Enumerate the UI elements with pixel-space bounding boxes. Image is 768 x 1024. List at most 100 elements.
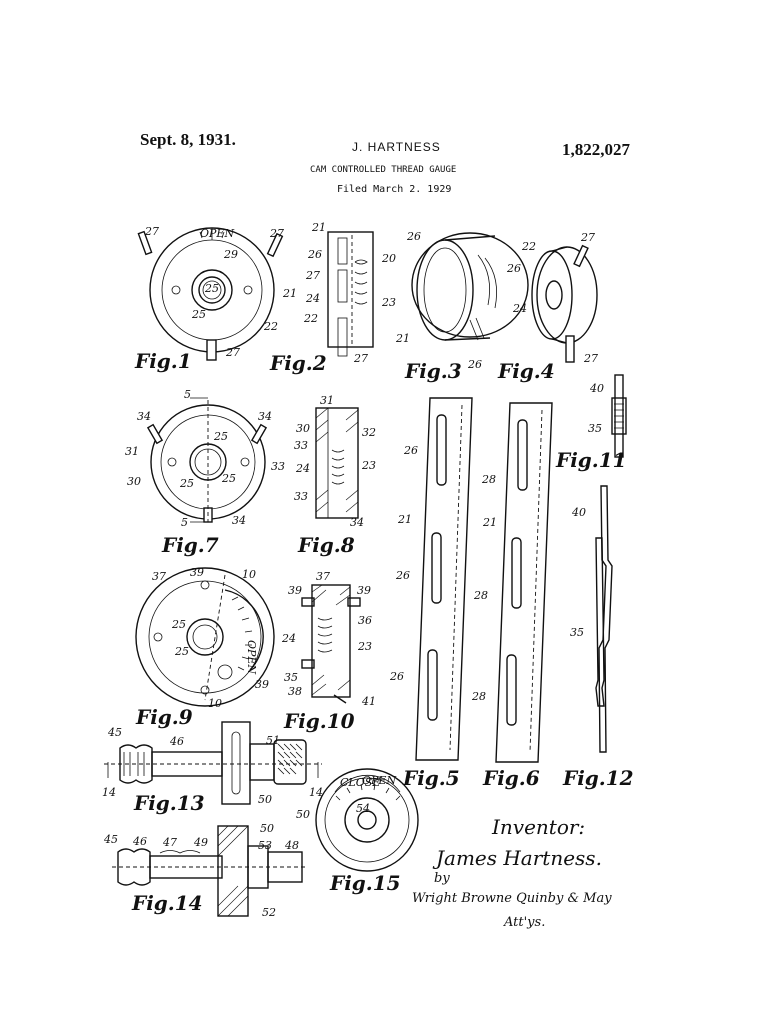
fig5-ref-21: 21 (397, 513, 412, 526)
fig3-label: Fig.3 (404, 359, 462, 383)
fig3-ref-21: 21 (395, 332, 410, 345)
fig4-label: Fig.4 (497, 359, 555, 383)
fig11-ref-35: 35 (588, 422, 602, 435)
fig3-drawing (411, 232, 529, 341)
filed-date: Filed March 2. 1929 (337, 184, 452, 195)
fig9-ref-25a: 25 (171, 618, 186, 631)
fig7-ref-25c: 25 (221, 472, 236, 485)
fig2-ref-24: 24 (305, 292, 320, 305)
fig10-ref-36: 36 (358, 614, 372, 627)
fig7-ref-34b: 34 (258, 410, 272, 423)
fig2-ref-26: 26 (307, 248, 322, 261)
fig1-ref-21: 21 (282, 287, 297, 300)
fig8-ref-23: 23 (361, 459, 376, 472)
inventor-label: Inventor: (491, 815, 585, 839)
fig1-ref-29: 29 (223, 248, 238, 261)
fig10-ref-38: 38 (288, 685, 302, 698)
fig9-label: Fig.9 (135, 705, 193, 729)
fig13-ref-46: 46 (169, 735, 184, 748)
fig13-ref-45: 45 (107, 726, 122, 739)
fig10-ref-35: 35 (284, 671, 298, 684)
patent-date: Sept. 8, 1931. (140, 130, 236, 149)
fig5-drawing (415, 397, 473, 761)
fig6-drawing (495, 402, 553, 763)
fig15-ref-54: 54 (356, 802, 370, 815)
fig2-ref-20: 20 (381, 252, 396, 265)
fig1-ref-25a: 25 (204, 282, 219, 295)
fig9-drawing (135, 567, 275, 707)
fig13-ref-51: 51 (266, 734, 280, 747)
fig10-ref-39b: 39 (357, 584, 371, 597)
fig4-drawing (531, 244, 598, 363)
fig14-drawing (112, 825, 305, 917)
fig5-label: Fig.5 (402, 766, 460, 790)
fig1-dial-open-label: OPEN (200, 227, 234, 240)
fig7-ref-33: 33 (271, 460, 285, 473)
fig11-label: Fig.11 (555, 448, 627, 472)
fig9-ref-10b: 10 (208, 697, 222, 710)
fig9-dial-open-label: OPEN (245, 640, 258, 674)
fig8-ref-34: 34 (350, 516, 364, 529)
fig7-ref-31: 31 (125, 445, 139, 458)
fig8-ref-33a: 33 (294, 439, 308, 452)
fig14-ref-53: 53 (258, 839, 272, 852)
fig14-ref-50: 50 (260, 822, 274, 835)
patent-title: CAM CONTROLLED THREAD GAUGE (310, 165, 457, 175)
fig6-ref-28b: 28 (473, 589, 488, 602)
fig5-ref-26a: 26 (403, 444, 418, 457)
fig2-ref-27b: 27 (353, 352, 368, 365)
inventor-signature: James Hartness. (432, 846, 602, 870)
fig10-ref-23: 23 (357, 640, 372, 653)
fig4-ref-27a: 27 (580, 231, 595, 244)
fig1-label: Fig.1 (134, 349, 192, 373)
fig4-ref-24: 24 (512, 302, 527, 315)
fig14-label: Fig.14 (131, 891, 203, 915)
fig13-ref-50: 50 (258, 793, 272, 806)
fig10-ref-37: 37 (316, 570, 330, 583)
fig7-drawing (146, 397, 268, 523)
fig7-label: Fig.7 (161, 533, 219, 557)
fig15-ref-50: 50 (296, 808, 310, 821)
fig14-ref-47: 47 (162, 836, 177, 849)
fig10-label: Fig.10 (283, 709, 355, 733)
fig4-ref-27b: 27 (583, 352, 598, 365)
fig1-ref-27c: 27 (225, 346, 240, 359)
fig14-ref-45: 45 (103, 833, 118, 846)
fig5-ref-26c: 26 (389, 670, 404, 683)
fig12-ref-40: 40 (571, 506, 586, 519)
inventor-header: J. HARTNESS (352, 140, 441, 154)
fig10-drawing (301, 584, 361, 704)
fig2-ref-21: 21 (311, 221, 326, 234)
fig10-ref-39a: 39 (288, 584, 302, 597)
attys-label: Att'ys. (503, 915, 545, 930)
fig2-ref-22: 22 (303, 312, 318, 325)
fig13-ref-14a: 14 (102, 786, 116, 799)
by-label: by (434, 871, 450, 886)
fig6-ref-28c: 28 (471, 690, 486, 703)
fig7-ref-25a: 25 (213, 430, 228, 443)
fig2-ref-27a: 27 (305, 269, 320, 282)
fig14-ref-52: 52 (262, 906, 276, 919)
fig1-ref-25b: 25 (191, 308, 206, 321)
fig8-label: Fig.8 (297, 533, 355, 557)
fig12-label: Fig.12 (562, 766, 634, 790)
fig11-drawing (611, 374, 627, 458)
fig6-label: Fig.6 (482, 766, 540, 790)
fig7-ref-34c: 34 (232, 514, 246, 527)
fig15-dial-close-label: CLOSE (340, 776, 380, 789)
fig7-ref-30: 30 (127, 475, 141, 488)
fig9-ref-10a: 10 (242, 568, 256, 581)
fig8-drawing (315, 407, 359, 519)
fig11-ref-40: 40 (589, 382, 604, 395)
fig2-ref-23: 23 (381, 296, 396, 309)
fig15-drawing (315, 768, 419, 872)
patent-number: 1,822,027 (562, 140, 630, 159)
fig4-ref-22: 22 (521, 240, 536, 253)
fig7-ref-34a: 34 (137, 410, 151, 423)
fig9-ref-39a: 39 (190, 566, 204, 579)
fig13-ref-14b: 14 (309, 786, 323, 799)
fig8-ref-33b: 33 (294, 490, 308, 503)
fig15-dial-open-label: OPEN (362, 774, 396, 787)
fig10-ref-41: 41 (361, 695, 376, 708)
